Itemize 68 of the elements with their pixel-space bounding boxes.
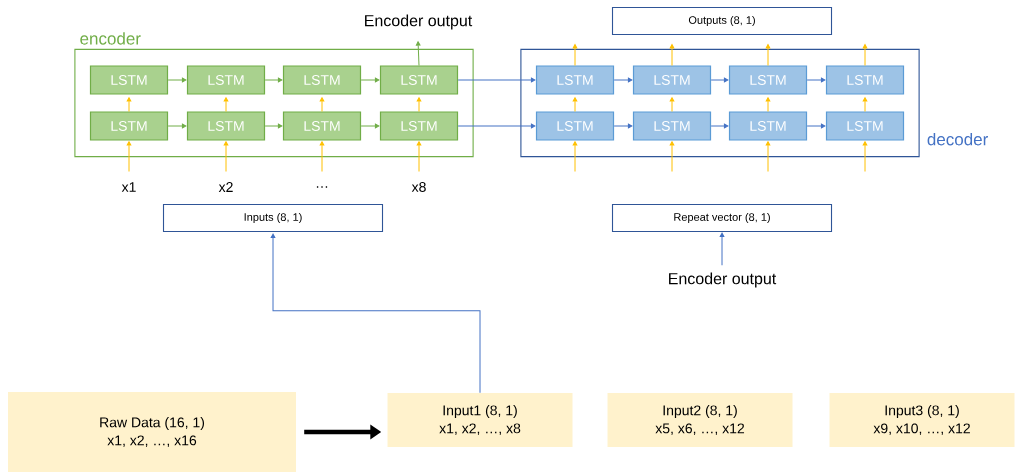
input-label: x1 — [121, 182, 136, 192]
node-label: encoder — [80, 32, 141, 45]
arrow — [669, 97, 675, 112]
arrow — [416, 141, 422, 173]
arrow — [457, 123, 536, 129]
arrow — [765, 44, 771, 66]
arrow — [862, 141, 868, 173]
lstm-box: LSTM — [535, 111, 615, 141]
lstm-box: LSTM — [89, 65, 169, 95]
arrow — [669, 44, 675, 66]
arrow — [360, 123, 380, 129]
arrow — [457, 77, 536, 83]
data-box: Input3 (8, 1) x9, x10, …, x12 — [829, 393, 1015, 447]
lstm-box: LSTM — [825, 111, 905, 141]
arrow — [572, 141, 578, 173]
lstm-box: LSTM — [728, 65, 808, 95]
arrow — [765, 141, 771, 173]
output-label: Encoder output — [669, 272, 777, 288]
arrow — [167, 77, 187, 83]
lstm-box: LSTM — [186, 111, 266, 141]
arrow — [223, 141, 229, 173]
lstm-box: LSTM — [379, 111, 459, 141]
arrow — [719, 232, 725, 266]
lstm-box: LSTM — [632, 65, 712, 95]
shape-box: Repeat vector (8, 1) — [611, 203, 833, 233]
arrow — [710, 123, 729, 129]
arrow — [167, 123, 187, 129]
arrow — [270, 233, 481, 394]
data-box: Input2 (8, 1) x5, x6, …, x12 — [607, 393, 793, 447]
arrow — [319, 97, 325, 112]
shape-box: Inputs (8, 1) — [162, 203, 384, 233]
arrow — [126, 97, 132, 112]
data-box: Input1 (8, 1) x1, x2, …, x8 — [387, 393, 573, 447]
arrow — [572, 97, 578, 112]
arrow — [862, 97, 868, 112]
arrow — [669, 141, 675, 173]
node-label: decoder — [927, 132, 988, 146]
lstm-box: LSTM — [728, 111, 808, 141]
output-label: Encoder output — [365, 14, 473, 30]
input-label: x8 — [411, 182, 426, 192]
arrow — [264, 123, 283, 129]
arrow — [319, 141, 325, 173]
arrow — [360, 77, 380, 83]
lstm-box: LSTM — [89, 111, 169, 141]
arrow — [862, 44, 868, 66]
lstm-box: LSTM — [186, 65, 266, 95]
arrow — [765, 97, 771, 112]
arrow — [264, 77, 283, 83]
lstm-box: LSTM — [282, 111, 362, 141]
shape-box: Outputs (8, 1) — [611, 6, 833, 36]
arrow — [572, 44, 578, 66]
arrow — [806, 77, 826, 83]
arrow — [223, 97, 229, 112]
arrow — [126, 141, 132, 173]
arrow — [613, 123, 633, 129]
lstm-box: LSTM — [282, 65, 362, 95]
arrow — [613, 77, 633, 83]
input-label: … — [316, 186, 328, 188]
data-box: Raw Data (16, 1) x1, x2, …, x16 — [8, 392, 296, 472]
input-label: x2 — [218, 182, 233, 192]
lstm-box: LSTM — [825, 65, 905, 95]
lstm-box: LSTM — [632, 111, 712, 141]
arrow — [416, 97, 422, 112]
arrow — [710, 77, 729, 83]
lstm-box: LSTM — [535, 65, 615, 95]
lstm-box: LSTM — [379, 65, 459, 95]
arrow — [415, 41, 421, 66]
arrow — [806, 123, 826, 129]
